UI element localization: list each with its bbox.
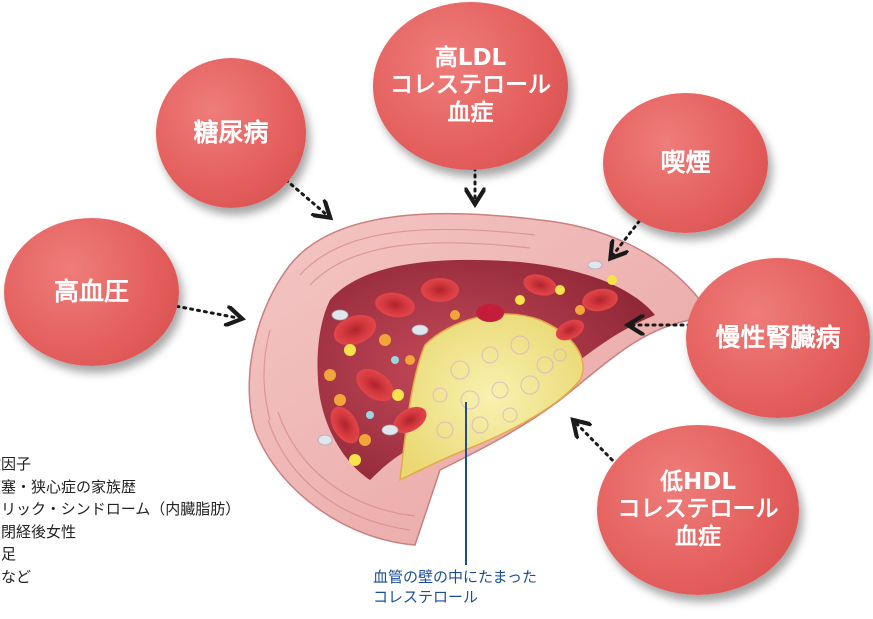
risk-bubble-low-hdl: 低HDL コレステロール 血症 — [597, 425, 799, 595]
risk-label-high-ldl: 高LDL コレステロール 血症 — [390, 45, 551, 128]
risk-bubble-high-ldl: 高LDL コレステロール 血症 — [373, 2, 568, 170]
risk-label-low-hdl: 低HDL コレステロール 血症 — [618, 469, 779, 552]
plaque-caption: 血管の壁の中にたまった コレステロール — [373, 567, 537, 607]
risk-label-hypertension: 高血圧 — [54, 277, 129, 307]
other-risk-item: 不足 — [0, 543, 240, 566]
risk-label-diabetes: 糖尿病 — [193, 118, 268, 148]
risk-bubble-ckd: 慢性腎臓病 — [686, 258, 870, 418]
other-risk-item: など — [0, 566, 240, 589]
risk-bubble-diabetes: 糖尿病 — [156, 58, 306, 208]
risk-label-smoking: 喫煙 — [660, 148, 710, 178]
other-risk-list: 険因子 梗塞・狭心症の家族歴 ボリック・シンドローム（内臓脂肪） ・閉経後女性 … — [0, 453, 240, 588]
arrow-diabetes — [286, 180, 327, 215]
risk-label-ckd: 慢性腎臓病 — [715, 323, 840, 353]
plaque-rupture — [476, 304, 504, 322]
arrow-hypertension — [170, 305, 238, 318]
other-risk-item: 険因子 — [0, 453, 240, 476]
other-risk-item: ボリック・シンドローム（内臓脂肪） — [0, 498, 240, 521]
other-risk-item: 梗塞・狭心症の家族歴 — [0, 476, 240, 499]
other-risk-item: ・閉経後女性 — [0, 521, 240, 544]
risk-bubble-smoking: 喫煙 — [603, 93, 768, 233]
risk-bubble-hypertension: 高血圧 — [4, 218, 179, 366]
